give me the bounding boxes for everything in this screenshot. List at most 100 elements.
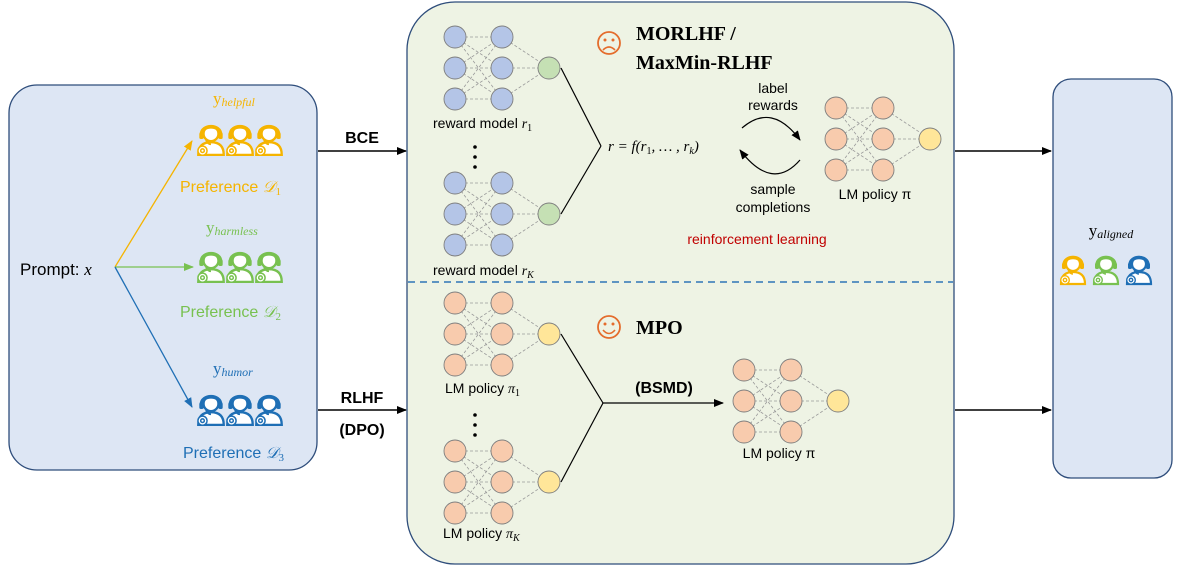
cycle-label-top-1: label xyxy=(758,80,788,96)
network-node xyxy=(490,171,514,195)
network-node xyxy=(871,96,895,120)
cycle-arrow-top xyxy=(741,116,801,141)
policy-1-label: LM policy π1 xyxy=(445,380,520,399)
network-node xyxy=(490,322,514,346)
network-node xyxy=(732,389,756,413)
network-node xyxy=(443,171,467,195)
merge-line-top-1 xyxy=(560,67,602,147)
helpful-arrow xyxy=(114,140,193,268)
merged-policy-label: LM policy π xyxy=(743,445,816,461)
network-edge xyxy=(454,182,503,246)
y-helpful-label: yhelpful xyxy=(213,89,255,109)
network-node xyxy=(443,202,467,226)
network-node xyxy=(537,202,561,226)
y-humor-label: yhumor xyxy=(213,359,253,379)
network-node xyxy=(490,233,514,257)
network-node xyxy=(443,291,467,315)
network-node xyxy=(824,96,848,120)
merge-line-bottom-k xyxy=(560,402,604,483)
bottom-method-title: MPO xyxy=(636,317,683,339)
preference-d2-label: Preference 𝒟2 xyxy=(180,304,281,323)
merge-line-top-k xyxy=(560,145,602,215)
network-edge xyxy=(454,302,503,366)
policy-k-label: LM policy πK xyxy=(443,525,521,544)
network-node xyxy=(490,25,514,49)
network-node xyxy=(443,87,467,111)
reward-model-k-network xyxy=(443,171,561,257)
left-panel xyxy=(8,84,318,471)
network-edge xyxy=(835,107,884,171)
network-edge xyxy=(454,302,503,366)
network-node xyxy=(779,420,803,444)
preference-d1-label: Preference 𝒟1 xyxy=(180,179,281,198)
network-edge xyxy=(743,369,792,433)
cycle-arrow-bottom xyxy=(739,149,801,175)
network-node xyxy=(826,389,850,413)
harmless-annotators-icon xyxy=(195,251,284,283)
middle-panel xyxy=(406,1,955,565)
rlhf-label: RLHF xyxy=(341,390,384,407)
reward-aggregation-formula: r = f(r1, … , rk) xyxy=(608,139,699,157)
network-node xyxy=(537,322,561,346)
network-node xyxy=(871,158,895,182)
policy-k-network xyxy=(443,439,561,525)
humor-annotators-icon xyxy=(195,394,284,426)
merged-policy-network xyxy=(732,358,850,444)
network-node xyxy=(443,25,467,49)
network-node xyxy=(443,322,467,346)
network-node xyxy=(824,158,848,182)
network-node xyxy=(443,470,467,494)
dpo-label: (DPO) xyxy=(339,422,384,439)
network-edge xyxy=(743,369,792,433)
happy-face-icon xyxy=(597,315,621,339)
network-node xyxy=(490,353,514,377)
cycle-label-top-2: rewards xyxy=(748,97,798,113)
top-method-title-line2: MaxMin-RLHF xyxy=(636,52,773,74)
network-node xyxy=(537,56,561,80)
reward-model-1-label: reward model r1 xyxy=(433,115,532,134)
humor-arrow xyxy=(114,266,193,408)
network-node xyxy=(490,470,514,494)
network-node xyxy=(732,358,756,382)
network-node xyxy=(779,358,803,382)
network-node xyxy=(490,291,514,315)
network-edge xyxy=(454,36,503,100)
sad-face-icon xyxy=(597,31,621,55)
top-method-title-line1: MORLHF / xyxy=(636,23,736,45)
network-node xyxy=(443,353,467,377)
reward-model-k-label: reward model rK xyxy=(433,262,535,281)
network-node xyxy=(732,420,756,444)
reward-model-1-network xyxy=(443,25,561,111)
network-node xyxy=(490,439,514,463)
preference-d3-label: Preference 𝒟3 xyxy=(183,445,285,464)
bce-label: BCE xyxy=(345,130,379,147)
y-harmless-label: yharmless xyxy=(206,218,258,238)
network-node xyxy=(490,56,514,80)
network-node xyxy=(490,501,514,525)
network-node xyxy=(443,233,467,257)
network-edge xyxy=(454,36,503,100)
network-node xyxy=(443,56,467,80)
network-node xyxy=(443,439,467,463)
network-node xyxy=(490,202,514,226)
helpful-annotators-icon xyxy=(195,124,284,156)
network-node xyxy=(918,127,942,151)
network-edge xyxy=(454,450,503,514)
network-edge xyxy=(454,450,503,514)
policy-1-network xyxy=(443,291,561,377)
top-policy-label: LM policy π xyxy=(839,186,912,202)
bsmd-label: (BSMD) xyxy=(635,380,693,397)
cycle-label-bottom-1: sample xyxy=(750,181,795,197)
reinforcement-learning-label: reinforcement learning xyxy=(687,231,826,247)
network-node xyxy=(443,501,467,525)
cycle-label-bottom-2: completions xyxy=(736,199,811,215)
network-node xyxy=(779,389,803,413)
top-policy-network xyxy=(824,96,942,182)
vertical-ellipsis-bottom xyxy=(473,413,477,437)
network-node xyxy=(824,127,848,151)
vertical-ellipsis-top xyxy=(473,145,477,169)
aligned-annotators-icon xyxy=(1058,255,1153,286)
network-node xyxy=(490,87,514,111)
network-node xyxy=(537,470,561,494)
